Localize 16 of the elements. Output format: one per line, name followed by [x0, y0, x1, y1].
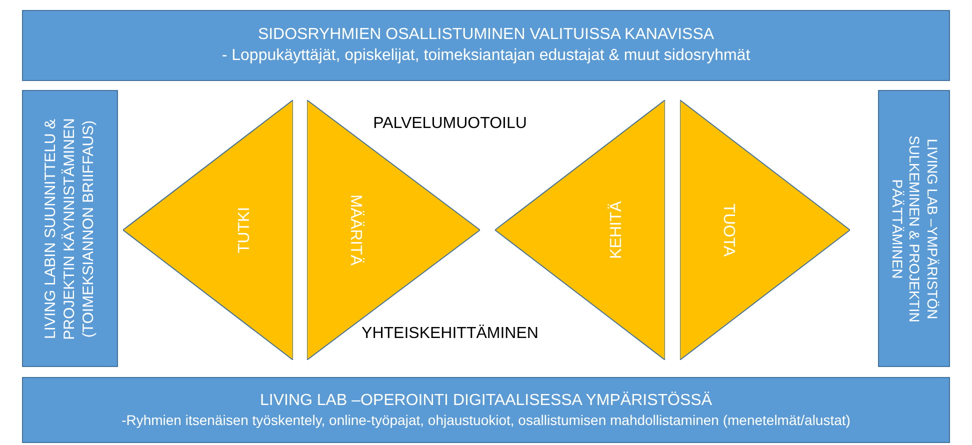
stage-label: TUOTA — [718, 203, 738, 257]
banner — [22, 377, 950, 443]
side-panel — [22, 90, 118, 367]
banner-heading: LIVING LAB –OPEROINTI DIGITAALISESSA YMPÄRISTÖSSÄ — [260, 390, 712, 410]
stage-label: TUTKI — [235, 206, 254, 254]
phase-label: PALVELUMUOTOILU — [373, 115, 527, 133]
phase-label: YHTEISKEHITTÄMINEN — [362, 325, 538, 343]
banner-text: - Loppukäyttäjät, opiskelijat, toimeksiantajan edustajat & muut sidosryhmät — [222, 46, 750, 66]
banner-heading: SIDOSRYHMIEN OSALLISTUMINEN VALITUISSA KANAVISSA — [258, 24, 714, 45]
stage-label: KEHITÄ — [607, 201, 626, 259]
panel-text: LIVING LAB –YMPÄRISTÖN SULKEMINEN & PROJEKTIN PÄÄTTÄMINEN — [888, 134, 940, 324]
banner-text: -Ryhmien itsenäisen työskentely, online-työpajat, ohjaustuokiot, osallistumisen mahdollistaminen (menetelmät/alustat) — [122, 411, 850, 430]
panel-text: LIVING LABIN SUUNNITTELU & PROJEKTIN KÄYNNISTÄMINEN (TOIMEKSIANNON BRIIFFAUS) — [42, 116, 98, 342]
stage-label: MÄÄRITÄ — [346, 194, 366, 266]
banner — [22, 10, 950, 81]
side-panel — [878, 90, 950, 367]
